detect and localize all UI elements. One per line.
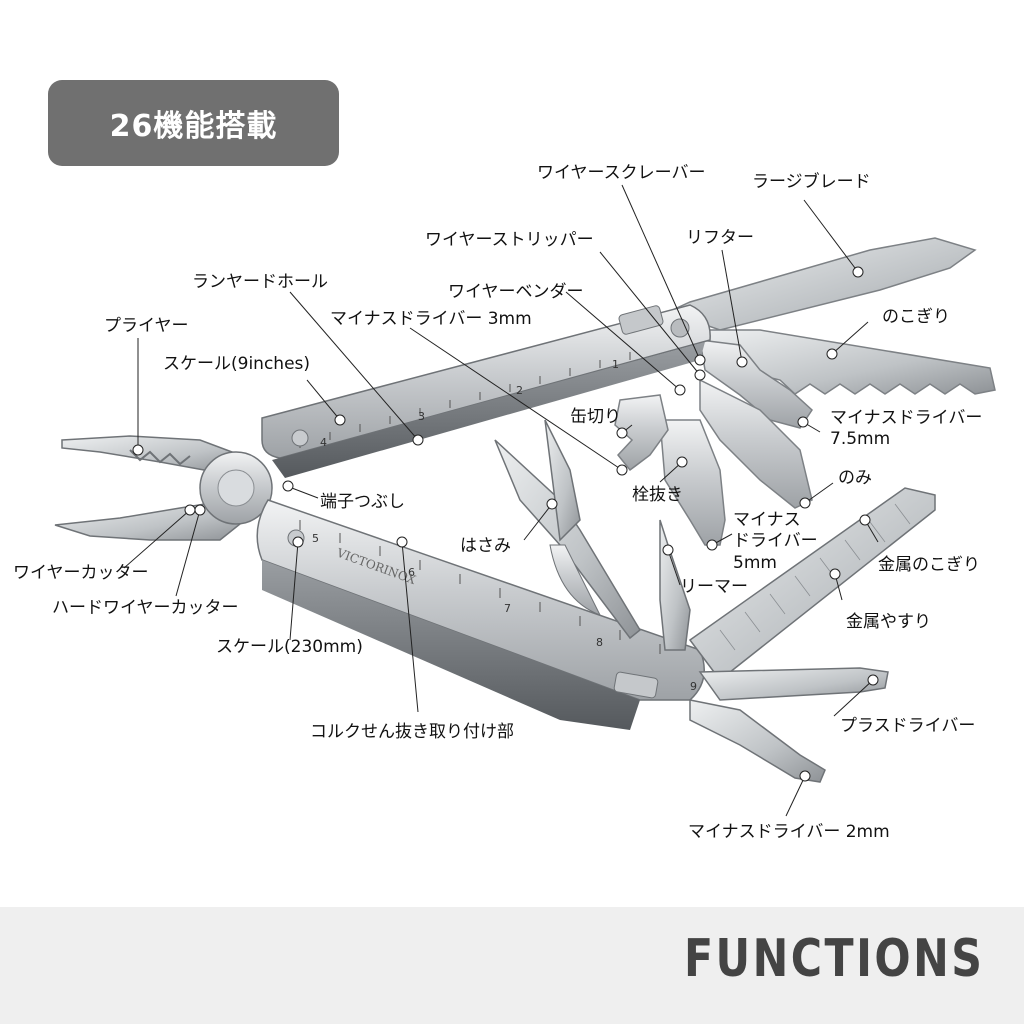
bottle-opener-tool — [659, 419, 726, 546]
label-hard-wire-cutter: ハードワイヤーカッター — [52, 598, 239, 618]
large-blade — [665, 237, 977, 331]
lower-scale-ticks — [299, 520, 661, 654]
multitool-illustration: 4 3 2 1 5 6 7 8 9 VICTORINOX — [54, 184, 996, 817]
wood-saw — [698, 329, 996, 395]
svg-text:8: 8 — [596, 636, 603, 649]
label-can-opener: 缶切り — [570, 407, 621, 427]
small-driver — [689, 699, 826, 783]
lower-lock-button — [613, 671, 659, 699]
scissors-blade-2 — [544, 419, 581, 542]
plier-teeth — [129, 449, 191, 466]
label-bottle-opener: 栓抜き — [632, 485, 683, 505]
feature-count-badge: 26機能搭載 — [48, 80, 339, 166]
label-flat-driver-5mm-line1: マイナス — [733, 510, 801, 530]
label-flat-driver-2mm: マイナスドライバー 2mm — [688, 822, 890, 842]
label-saw: のこぎり — [882, 307, 950, 327]
footer-band: FUNCTIONS — [0, 907, 1024, 1024]
label-wire-bender: ワイヤーベンダー — [448, 282, 584, 302]
label-flat-driver-5mm: マイナス ドライバー 5mm — [733, 510, 818, 574]
upper-pivot — [670, 318, 690, 338]
svg-text:3: 3 — [418, 410, 425, 423]
label-scale-230mm: スケール(230mm) — [216, 637, 363, 657]
chisel-tool — [699, 378, 813, 509]
lower-handle-shadow — [262, 560, 640, 730]
badge-text: 26機能搭載 — [109, 109, 278, 144]
label-flat-driver-7-5mm-line2: 7.5mm — [830, 429, 891, 450]
scissors-spring — [549, 544, 602, 616]
label-crimper: 端子つぶし — [320, 492, 405, 512]
svg-text:6: 6 — [408, 566, 415, 579]
label-metal-file: 金属やすり — [846, 612, 931, 632]
svg-text:1: 1 — [612, 358, 619, 371]
upper-rivet — [291, 429, 309, 447]
phillips-driver — [698, 667, 889, 701]
label-flat-driver-7-5mm-line1: マイナスドライバー — [830, 408, 983, 428]
svg-text:7: 7 — [504, 602, 511, 615]
label-lanyard-hole: ランヤードホール — [192, 272, 328, 292]
label-metal-saw: 金属のこぎり — [878, 555, 980, 575]
plier-pivot-center — [217, 469, 255, 507]
footer-title: FUNCTIONS — [683, 929, 984, 989]
label-lifter: リフター — [686, 228, 754, 248]
svg-text:2: 2 — [516, 384, 523, 397]
label-pliers: プライヤー — [104, 316, 189, 336]
label-chisel: のみ — [838, 468, 872, 488]
leader-lines — [123, 184, 879, 817]
label-corkscrew-attachment: コルクせん抜き取り付け部 — [310, 722, 514, 742]
label-flat-driver-5mm-line2: ドライバー — [733, 531, 818, 552]
upper-handle — [261, 304, 711, 459]
label-large-blade: ラージブレード — [752, 172, 871, 192]
label-scale-9in: スケール(9inches) — [163, 354, 311, 374]
leader-points — [132, 266, 879, 782]
lower-scale-numbers: 5 6 7 8 9 — [312, 532, 697, 693]
upper-scale-numbers: 4 3 2 1 — [320, 358, 619, 449]
label-wire-cutter: ワイヤーカッター — [13, 563, 149, 583]
upper-lock-button — [618, 305, 664, 335]
label-reamer: リーマー — [680, 577, 748, 597]
label-wire-scraper: ワイヤースクレーバー — [537, 163, 706, 183]
svg-text:4: 4 — [320, 436, 327, 449]
svg-text:5: 5 — [312, 532, 319, 545]
label-phillips-driver: プラスドライバー — [840, 716, 976, 736]
label-flat-driver-5mm-line3: 5mm — [733, 552, 777, 573]
label-scissors: はさみ — [460, 536, 511, 556]
upper-handle-shadow — [272, 342, 705, 478]
label-flat-driver-7-5mm: マイナスドライバー 7.5mm — [830, 408, 982, 451]
label-wire-stripper: ワイヤーストリッパー — [425, 230, 594, 250]
svg-text:9: 9 — [690, 680, 697, 693]
label-flat-driver-3mm: マイナスドライバー 3mm — [330, 309, 532, 329]
